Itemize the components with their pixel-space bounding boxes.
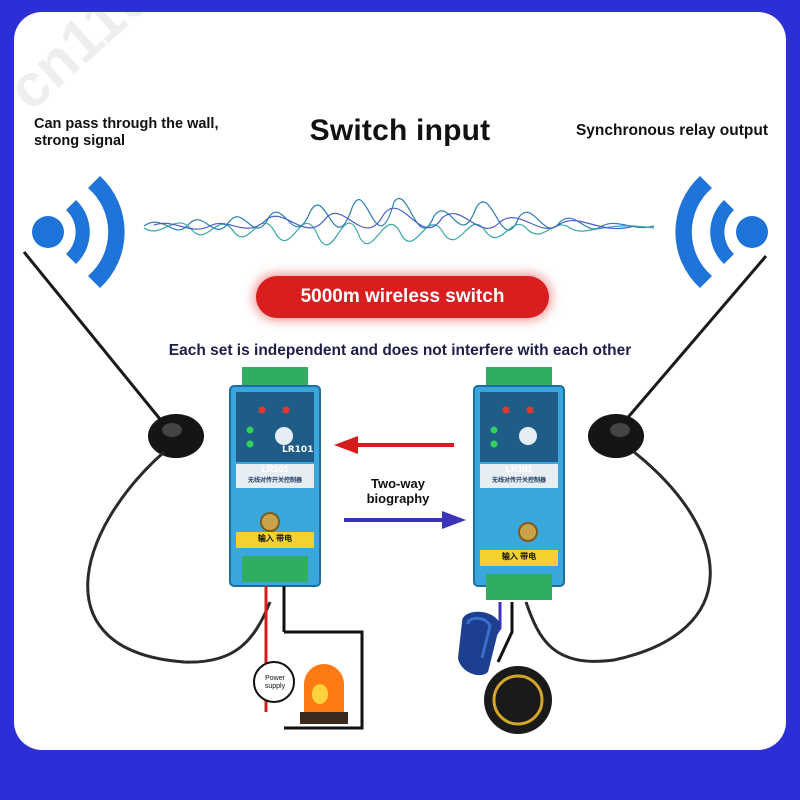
sync-output-label: Synchronous relay output — [575, 122, 768, 139]
float-switch-icon — [458, 611, 552, 734]
device-left-name: 无线对传开关控制器 — [247, 478, 302, 484]
device-left-model: LR101 — [261, 464, 289, 474]
power-supply-icon — [253, 661, 295, 703]
device-left-warning: 输入 带电 — [257, 534, 293, 543]
two-way-label: Two-way biography — [366, 476, 430, 506]
controller-device-left: LR101 — [229, 367, 364, 730]
antenna-right — [524, 255, 768, 663]
arrow-left-icon — [334, 436, 454, 454]
product-illustration: LR101 — [22, 176, 768, 734]
page-title: Switch input — [309, 114, 491, 147]
svg-text:LR101: LR101 — [282, 445, 313, 455]
independence-note: Each set is independent and does not int… — [168, 342, 632, 359]
controller-device-right — [473, 367, 565, 663]
warning-light-icon — [300, 664, 348, 724]
device-right-warning: 输入 带电 — [501, 552, 537, 561]
arrow-right-icon — [344, 511, 466, 529]
wall-penetration-note: Can pass through the wall, strong signal — [34, 116, 219, 149]
wifi-signal-icon-right — [675, 176, 768, 288]
device-right-name: 无线对传开关控制器 — [491, 478, 546, 484]
device-right-model: LR101 — [505, 464, 533, 474]
power-supply-label: Power supply — [264, 675, 286, 690]
range-banner-label: 5000m wireless switch — [300, 286, 505, 307]
antenna-left — [22, 251, 272, 664]
product-card: LR101 — [14, 12, 786, 750]
range-banner: 5000m wireless switch — [256, 276, 549, 318]
wifi-signal-icon-left — [32, 176, 125, 288]
signal-waveform — [143, 198, 655, 246]
